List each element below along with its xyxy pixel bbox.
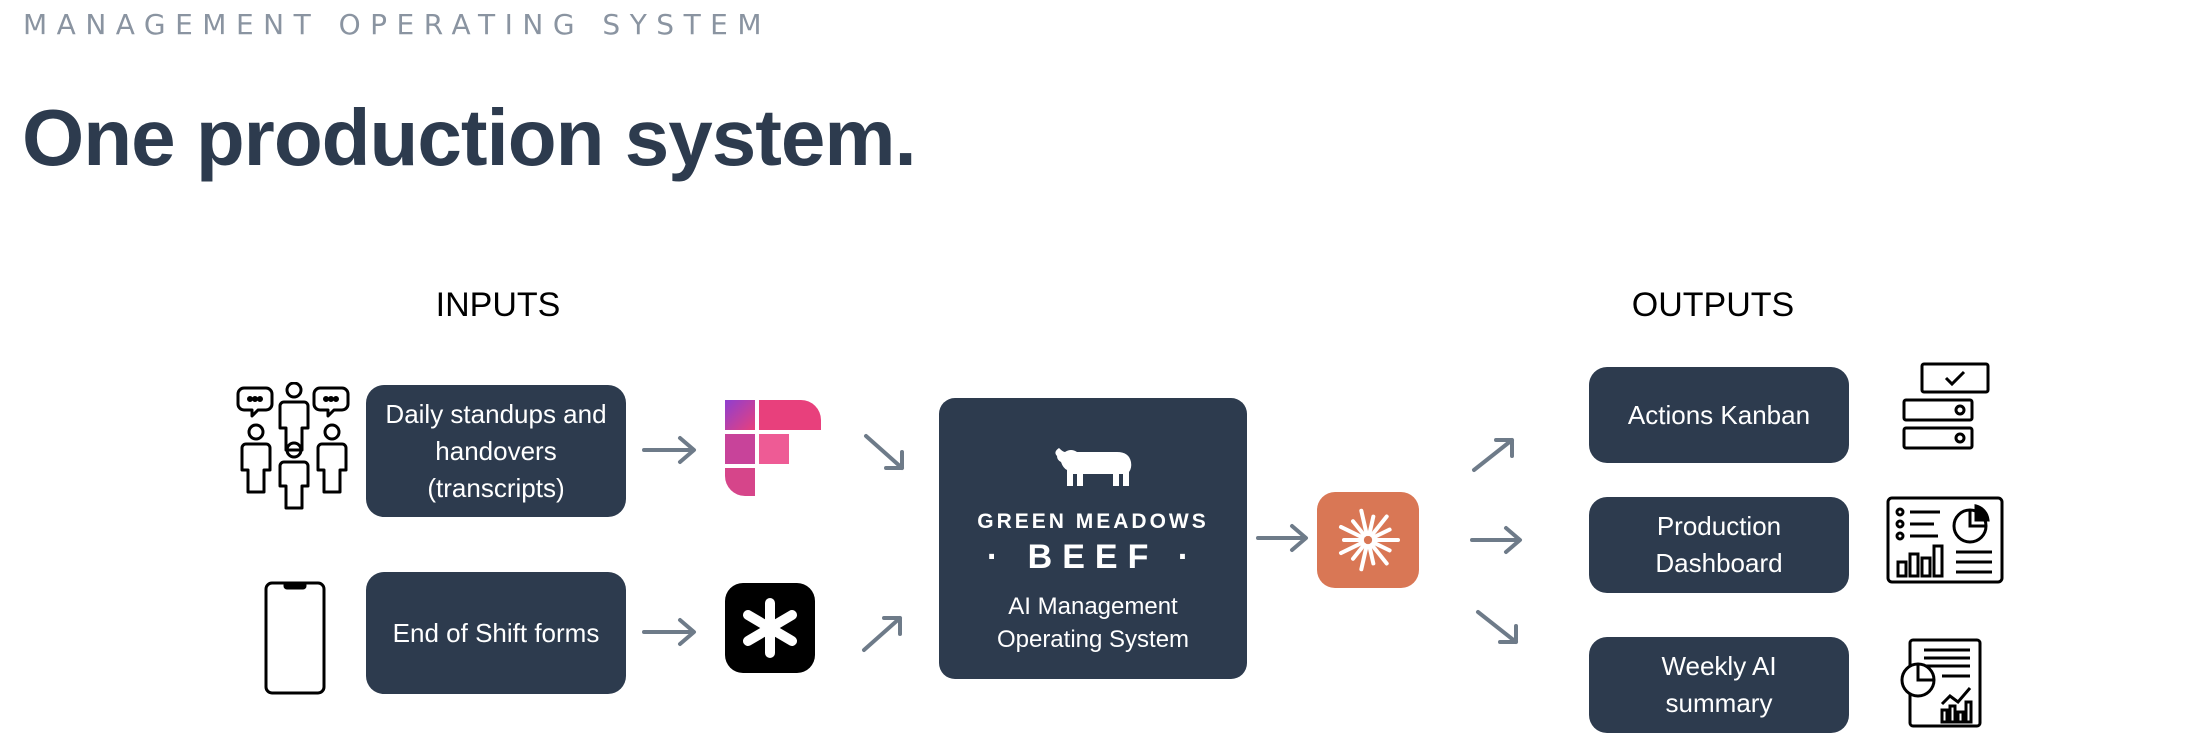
- arrow-right-icon: [1254, 520, 1312, 556]
- brand-main-text: · BEEF ·: [986, 538, 1200, 576]
- output-label-dashboard: Production Dashboard: [1655, 511, 1783, 578]
- starburst-ray: [1338, 524, 1365, 540]
- starburst-ray: [1367, 514, 1376, 537]
- inputs-heading: INPUTS: [435, 286, 561, 324]
- starburst-ray: [1371, 527, 1392, 540]
- arrow-up-right-icon: [858, 608, 908, 658]
- starburst-ray: [1369, 542, 1389, 566]
- team-meeting-icon: [236, 382, 356, 512]
- arrow-up-right-icon: [1468, 432, 1518, 476]
- input-label-shift-forms: End of Shift forms: [392, 617, 600, 648]
- output-label-kanban: Actions Kanban: [1627, 399, 1811, 430]
- arrow-right-icon: [640, 614, 700, 650]
- outputs-heading: OUTPUTS: [1631, 286, 1795, 324]
- starburst-ray: [1369, 514, 1389, 538]
- starburst-ray: [1338, 540, 1365, 556]
- arrow-right-icon: [640, 432, 700, 468]
- starburst-ray: [1351, 519, 1367, 538]
- output-label-summary: Weekly AI summary: [1661, 651, 1777, 718]
- fireflies-app-icon: [725, 400, 821, 496]
- input-box-shift-forms: End of Shift forms: [366, 572, 626, 694]
- kanban-board-icon: [1900, 362, 1992, 456]
- output-box-dashboard: Production Dashboard: [1589, 497, 1849, 593]
- page-title: One production system.: [22, 93, 917, 182]
- arrow-right-icon: [1468, 522, 1526, 558]
- asterisk-app-icon: [725, 583, 815, 673]
- input-box-standups: Daily standups and handovers (transcript…: [366, 385, 626, 517]
- starburst-ray: [1371, 540, 1392, 553]
- report-icon: [1898, 638, 1984, 728]
- starburst-ray: [1359, 543, 1369, 572]
- starburst-ray: [1351, 542, 1367, 561]
- dashboard-icon: [1886, 496, 2006, 586]
- starburst-ray: [1367, 543, 1376, 566]
- ai-management-system-box: GREEN MEADOWS · BEEF · AI Management Ope…: [939, 398, 1247, 679]
- output-box-summary: Weekly AI summary: [1589, 637, 1849, 733]
- center-label: AI Management Operating System: [996, 593, 1190, 653]
- cow-icon: [1051, 442, 1135, 492]
- smartphone-icon: [263, 580, 327, 696]
- brand-top-text: GREEN MEADOWS: [977, 510, 1209, 533]
- starburst-ray: [1359, 508, 1369, 537]
- eyebrow-label: MANAGEMENT OPERATING SYSTEM: [23, 8, 772, 41]
- input-label-standups: Daily standups and handovers (transcript…: [385, 398, 607, 503]
- output-box-kanban: Actions Kanban: [1589, 367, 1849, 463]
- arrow-down-right-icon: [1472, 606, 1522, 650]
- claude-starburst-icon: [1317, 492, 1419, 588]
- arrow-down-right-icon: [860, 428, 910, 478]
